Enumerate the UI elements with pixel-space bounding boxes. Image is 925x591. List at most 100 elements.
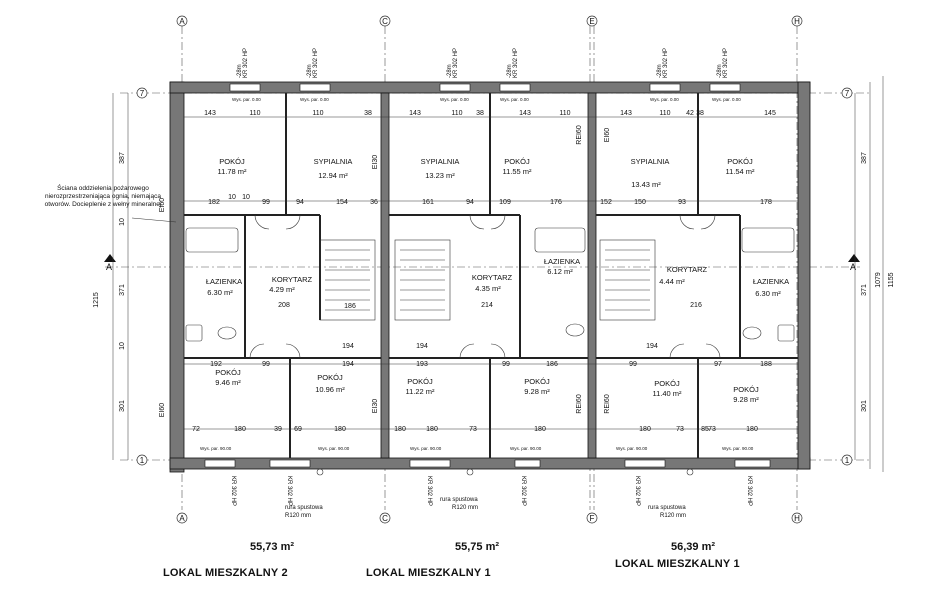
dim-top: 110	[249, 110, 260, 117]
window-tag: KR 302 HP	[746, 476, 752, 506]
dim-bottom-row: 194	[416, 343, 428, 350]
dim-mid: 36	[370, 199, 378, 206]
dim-bottom: 180	[394, 426, 406, 433]
staircases	[319, 239, 656, 321]
dim-left: 371	[119, 284, 126, 296]
dim-left-total: 1215	[93, 292, 100, 308]
window-tag: KR 302 HP	[723, 48, 729, 78]
window-tag-2: -28m	[507, 64, 513, 78]
dim-right: 301	[861, 400, 868, 412]
vertical-dimensions: 387 371 301 1215 10 10 387 371 301 1079 …	[93, 152, 895, 412]
window-tag: KR 302 HP	[230, 476, 236, 506]
dim-top: 143	[204, 110, 216, 117]
window-tag-2: -28m	[717, 64, 723, 78]
room-name: SYPIALNIA	[314, 157, 353, 166]
section-marks: A A	[104, 254, 860, 272]
dim-bottom-row: 193	[416, 361, 428, 368]
room-area: 4.35 m²	[475, 284, 501, 293]
dim-right-total: 1079	[875, 272, 882, 288]
window-tag: KR 302 HP	[286, 476, 292, 506]
sill-heights: Wys. par. 0.00 Wys. par. 0.00 Wys. par. …	[200, 97, 754, 451]
dim-bottom: 180	[426, 426, 438, 433]
window-tag: KR 302 HP	[513, 48, 519, 78]
dim-mid: 10	[242, 194, 250, 201]
unit-name: LOKAL MIESZKALNY 1	[366, 567, 491, 579]
dim-top: 110	[559, 110, 570, 117]
room-area: 6.30 m²	[755, 289, 781, 298]
dim-bottom: 180	[334, 426, 346, 433]
unit-name: LOKAL MIESZKALNY 1	[615, 558, 740, 570]
windows	[204, 83, 771, 468]
note-line: Ściana oddzielenia pożarowego	[57, 185, 149, 192]
dim-mid: 152	[600, 199, 612, 206]
dim-bottom: 72	[192, 426, 200, 433]
dim-right: 387	[861, 152, 868, 164]
window-tag: KR 302 HP	[426, 476, 432, 506]
axis-label-a-bottom: A	[179, 514, 185, 523]
window-tag-2: -28m	[447, 64, 453, 78]
bathroom-fixtures	[185, 227, 795, 342]
window-tag: KR 302 HP	[663, 48, 669, 78]
room-area: 11.55 m²	[502, 167, 532, 176]
sill-height: Wys. par. 0.00	[650, 97, 679, 102]
room-name: POKÓJ	[317, 373, 343, 382]
axis-label-1-right: 1	[845, 456, 850, 465]
dim-bottom-row: 188	[760, 361, 772, 368]
note-line: nierozprzestrzeniająca ognia, niemająca	[45, 193, 161, 200]
axis-label-ef-top: E	[589, 17, 594, 26]
room-area: 9.46 m²	[215, 378, 241, 387]
room-area: 6.30 m²	[207, 288, 233, 297]
axis-label-h-top: H	[794, 17, 800, 26]
fire-rating: EI60	[159, 403, 166, 418]
sill-height: Wys. par. 90.00	[616, 446, 648, 451]
room-area: 9.28 m²	[524, 387, 550, 396]
room-name: ŁAZIENKA	[753, 277, 789, 286]
downpipe-labels: rura spustowa R120 mm rura spustowa R120…	[285, 468, 694, 519]
dim-top: 42	[686, 110, 694, 117]
sill-height: Wys. par. 0.00	[440, 97, 469, 102]
dim-bottom: 180	[234, 426, 246, 433]
room-area: 13.23 m²	[425, 171, 455, 180]
fire-rating: EI60	[159, 198, 166, 213]
dim-mid: 93	[678, 199, 686, 206]
dim-top: 110	[659, 110, 670, 117]
note-leader	[131, 217, 177, 223]
dim-bottom-row: 99	[262, 361, 270, 368]
window-tag: KR 302 HP	[634, 476, 640, 506]
room-name: SYPIALNIA	[421, 157, 460, 166]
sill-height: Wys. par. 0.00	[232, 97, 261, 102]
fire-rating: REI60	[576, 125, 583, 145]
dim-small: 186	[344, 303, 356, 310]
dim-bottom: 180	[746, 426, 758, 433]
room-name: POKÓJ	[407, 377, 433, 386]
dim-top: 143	[620, 110, 632, 117]
dim-left: 10	[119, 342, 126, 350]
dim-bottom: 73	[469, 426, 477, 433]
dim-mid: 94	[296, 199, 304, 206]
axis-label-7-right: 7	[845, 89, 850, 98]
dim-small: 38	[696, 110, 704, 117]
window-tag-2: -28m	[657, 64, 663, 78]
downpipe-size: R120 mm	[660, 513, 686, 519]
window-tags: KR 302 HP KR 302 HP KR 302 HP KR 302 HP …	[230, 48, 752, 506]
fire-rating: EI30	[372, 399, 379, 414]
door-swings	[249, 214, 721, 359]
room-area: 9.28 m²	[733, 395, 759, 404]
room-name: SYPIALNIA	[631, 157, 670, 166]
window-tag: KR 302 HP	[313, 48, 319, 78]
dim-bottom-row: 194	[342, 343, 354, 350]
downpipe-label: rura spustowa	[648, 505, 686, 511]
axis-label-1-left: 1	[140, 456, 145, 465]
outer-walls	[169, 81, 811, 473]
sill-height: Wys. par. 90.00	[318, 446, 350, 451]
fire-rating: EI30	[372, 155, 379, 170]
dim-bottom-row: 97	[714, 361, 722, 368]
dim-small: 69	[294, 426, 302, 433]
window-tag-2: -28m	[237, 64, 243, 78]
dim-mid: 94	[466, 199, 474, 206]
dim-left: 387	[119, 152, 126, 164]
room-name: POKÓJ	[733, 385, 759, 394]
unit-area: 55,73 m²	[250, 541, 295, 553]
dim-small: 73	[676, 426, 684, 433]
